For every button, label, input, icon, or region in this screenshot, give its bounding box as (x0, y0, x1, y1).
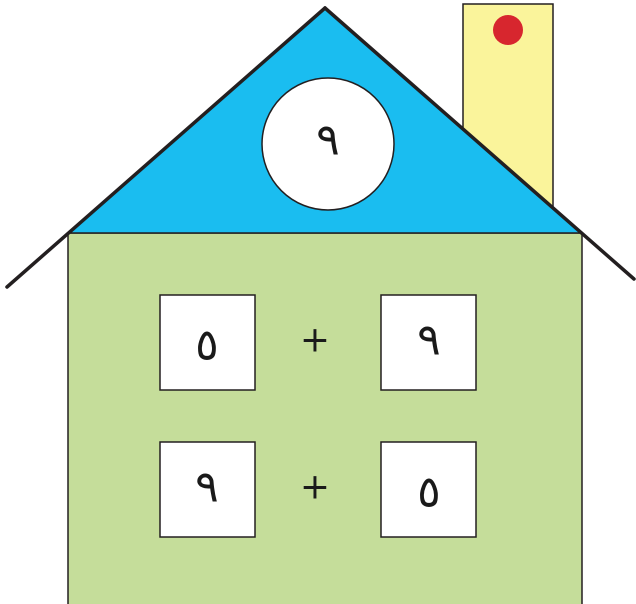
row2-left-box (159, 441, 256, 538)
row1-right-number: ٩ (417, 315, 441, 366)
house-wall (67, 232, 583, 604)
row2-right-number: ٥ (417, 467, 441, 518)
row1-left-box (159, 294, 256, 391)
row2-right-box (380, 441, 477, 538)
total-number: ٩ (316, 115, 340, 166)
row1-left-number: ٥ (195, 320, 219, 371)
row2-plus-sign: + (300, 467, 330, 508)
total-circle (261, 77, 395, 211)
row2-left-number: ٩ (195, 462, 219, 513)
row1-plus-sign: + (300, 320, 330, 361)
roof-right-edge (323, 6, 636, 281)
chimney-dot (493, 15, 523, 45)
row1-right-box (380, 294, 477, 391)
roof-left-edge (5, 6, 327, 289)
